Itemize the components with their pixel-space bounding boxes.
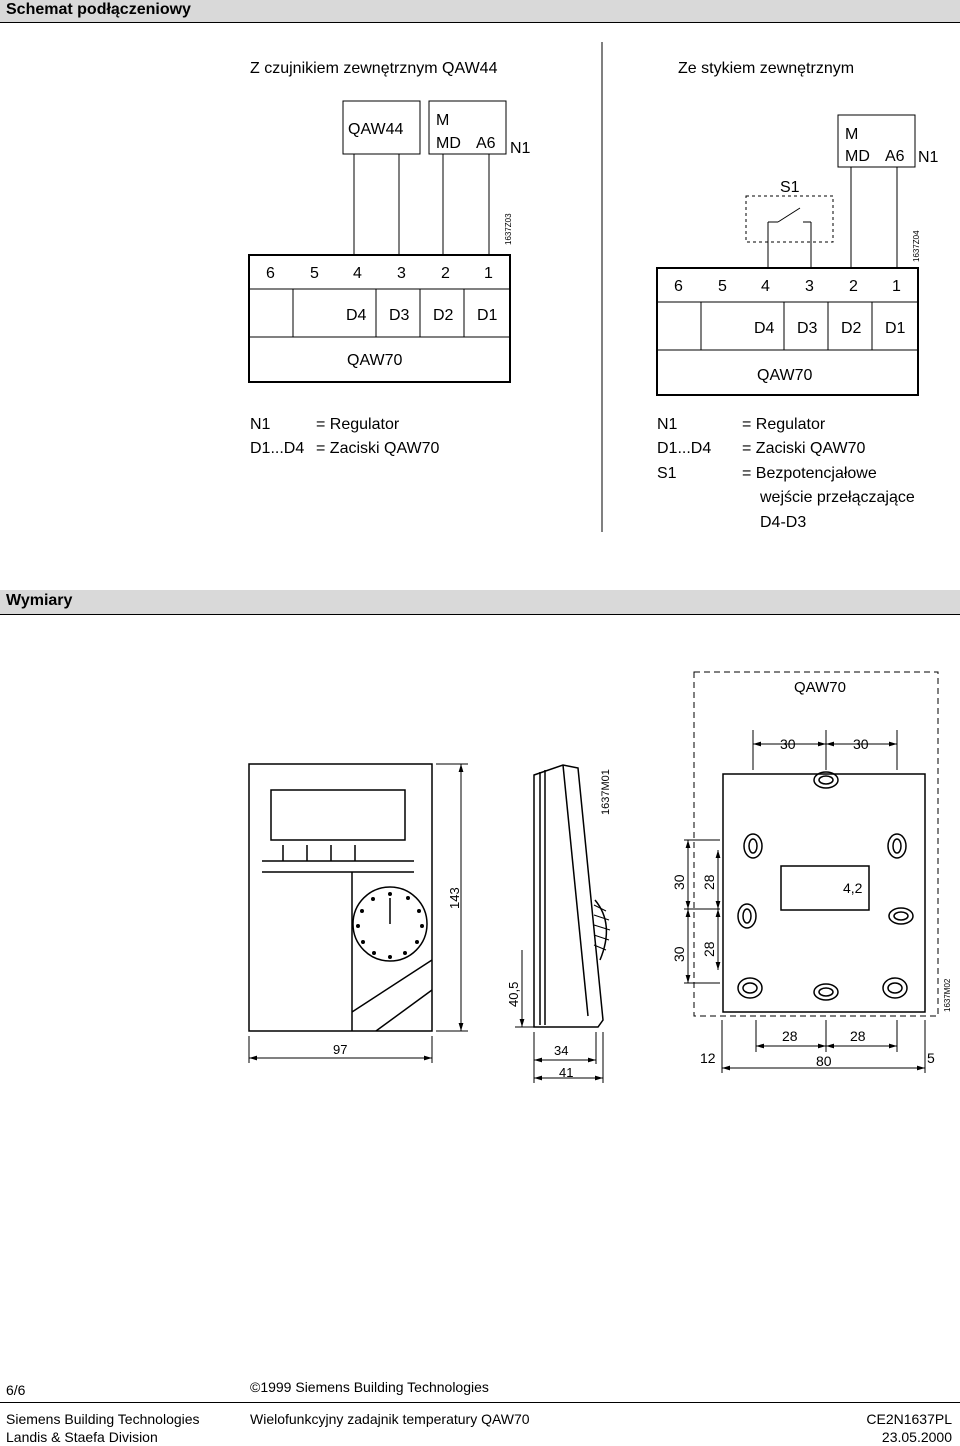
back-left-28b: 28: [701, 941, 717, 957]
right-device-label: QAW70: [757, 367, 813, 384]
right-legend-key-1: N1: [657, 416, 678, 433]
right-heading: Ze stykiem zewnętrznym: [678, 60, 854, 77]
front-dial-dots: [356, 892, 424, 959]
svg-text:6: 6: [674, 278, 683, 295]
left-legend-key-1: N1: [250, 416, 271, 433]
right-legend-val-3: = Bezpotencjałowe: [742, 465, 877, 482]
copyright-icon: ©: [250, 1379, 261, 1395]
copyright: ©1999 Siemens Building Technologies: [250, 1379, 489, 1395]
back-left-30a: 30: [671, 874, 687, 890]
left-legend-val-1: = Regulator: [316, 416, 400, 433]
right-switch-label: S1: [780, 179, 800, 196]
back-bottom-12: 12: [700, 1050, 716, 1066]
dimension-drawings: 143 97 1637M01 40,5 34 41: [248, 671, 952, 1083]
back-left-30b: 30: [671, 946, 687, 962]
svg-text:D1: D1: [885, 320, 906, 337]
right-terminal-labels: D4 D3 D2 D1: [754, 320, 906, 337]
right-controller-n1: N1: [918, 149, 939, 166]
svg-text:1: 1: [484, 265, 493, 282]
back-bottom-5: 5: [927, 1050, 935, 1066]
right-controller-m: M: [845, 126, 858, 143]
svg-text:D2: D2: [841, 320, 862, 337]
right-legend-cont-1: wejście przełączające: [759, 489, 915, 506]
page-title: Schemat podłączeniowy: [6, 1, 191, 18]
svg-text:D2: D2: [433, 307, 454, 324]
left-controller-a6: A6: [476, 135, 496, 152]
right-controller-a6: A6: [885, 148, 905, 165]
back-top-30a: 30: [780, 736, 796, 752]
right-wiring: [656, 114, 919, 396]
left-controller-md: MD: [436, 135, 461, 152]
left-device-label: QAW70: [347, 352, 403, 369]
left-controller-n1: N1: [510, 140, 531, 157]
left-heading: Z czujnikiem zewnętrznym QAW44: [250, 60, 498, 77]
side-depth-outer-label: 41: [559, 1065, 573, 1080]
svg-text:3: 3: [397, 265, 406, 282]
side-view: [533, 764, 608, 1028]
side-dims: [515, 950, 604, 1083]
back-mounting-holes: [737, 771, 914, 1001]
side-depth-inner-label: 34: [554, 1043, 568, 1058]
copyright-text: 1999 Siemens Building Technologies: [260, 1379, 489, 1395]
page-number: 6/6: [6, 1382, 26, 1398]
svg-text:4: 4: [353, 265, 362, 282]
right-drawing-code: 1637Z04: [912, 230, 921, 262]
back-code-label: 1637M02: [943, 978, 952, 1012]
back-bottom-80: 80: [816, 1053, 832, 1069]
svg-text:2: 2: [849, 278, 858, 295]
left-controller-m: M: [436, 112, 449, 129]
header-bar: [0, 0, 960, 23]
svg-text:1: 1: [892, 278, 901, 295]
front-width-label: 97: [333, 1042, 347, 1057]
right-legend-key-2: D1...D4: [657, 440, 711, 457]
right-legend-key-3: S1: [657, 465, 677, 482]
back-bottom-28b: 28: [850, 1028, 866, 1044]
svg-text:D3: D3: [389, 307, 410, 324]
right-terminal-numbers: 6 5 4 3 2 1: [674, 278, 901, 295]
footer-product: Wielofunkcyjny zadajnik temperatury QAW7…: [250, 1411, 530, 1427]
front-height-label: 143: [447, 887, 462, 909]
section-bar: [0, 590, 960, 615]
left-drawing-code: 1637Z03: [504, 213, 513, 245]
right-legend-val-2: = Zaciski QAW70: [742, 440, 866, 457]
svg-text:5: 5: [718, 278, 727, 295]
left-legend-key-2: D1...D4: [250, 440, 304, 457]
footer-company: Siemens Building Technologies: [6, 1411, 200, 1427]
svg-text:D3: D3: [797, 320, 818, 337]
svg-text:3: 3: [805, 278, 814, 295]
footer-doc-code: CE2N1637PL: [866, 1411, 952, 1427]
side-height-label: 40,5: [506, 982, 521, 1007]
svg-text:D4: D4: [754, 320, 775, 337]
side-view-hatching: [593, 904, 611, 951]
footer-rule: [0, 1402, 960, 1403]
back-hole-label: 4,2: [843, 880, 863, 896]
back-left-28a: 28: [701, 874, 717, 890]
svg-text:4: 4: [761, 278, 770, 295]
right-controller-md: MD: [845, 148, 870, 165]
front-dims: [248, 763, 468, 1063]
svg-text:2: 2: [441, 265, 450, 282]
front-view: [248, 763, 433, 1032]
back-top-30b: 30: [853, 736, 869, 752]
left-terminal-numbers: 6 5 4 3 2 1: [266, 265, 493, 282]
svg-text:D4: D4: [346, 307, 367, 324]
left-legend-val-2: = Zaciski QAW70: [316, 440, 440, 457]
side-code-label: 1637M01: [600, 769, 612, 815]
back-label: QAW70: [794, 679, 846, 696]
section-title: Wymiary: [6, 592, 73, 609]
left-terminal-labels: D4 D3 D2 D1: [346, 307, 498, 324]
footer-date: 23.05.2000: [881, 1429, 952, 1445]
left-wiring: [248, 100, 511, 383]
right-legend-cont-2: D4-D3: [760, 514, 806, 531]
back-view: [684, 671, 939, 1073]
svg-text:D1: D1: [477, 307, 498, 324]
back-bottom-28a: 28: [782, 1028, 798, 1044]
footer-division: Landis & Staefa Division: [6, 1429, 158, 1445]
svg-text:5: 5: [310, 265, 319, 282]
wiring-diagrams: Z czujnikiem zewnętrznym QAW44 Ze stykie…: [248, 42, 939, 532]
right-legend-val-1: = Regulator: [742, 416, 826, 433]
svg-text:6: 6: [266, 265, 275, 282]
left-sensor-label: QAW44: [348, 121, 404, 138]
